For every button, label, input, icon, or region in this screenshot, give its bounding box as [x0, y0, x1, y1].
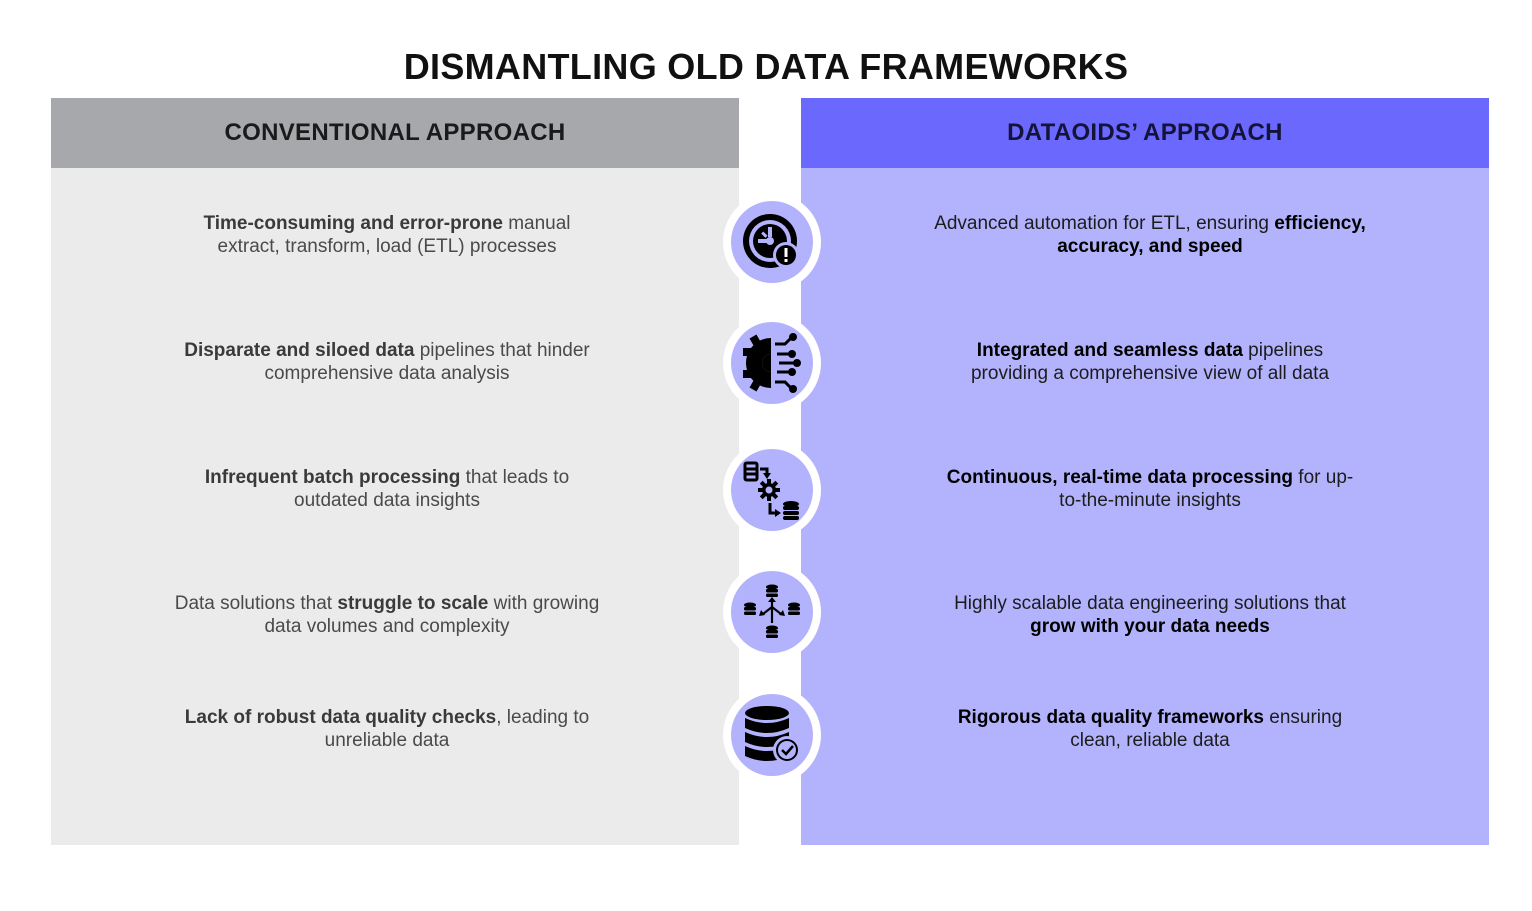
- distributed-database-icon: [723, 563, 821, 661]
- row-text-bold: Infrequent batch processing: [204, 467, 461, 488]
- row-text-bold: Lack of robust data quality checks: [184, 707, 497, 728]
- row-text-line2: extract, transform, load (ETL) processes: [217, 236, 557, 257]
- row-text-bold: Continuous, real-time data processing: [946, 467, 1294, 488]
- conventional-header: CONVENTIONAL APPROACH: [51, 98, 739, 168]
- dataoids-row-4: Highly scalable data engineering solutio…: [890, 592, 1410, 638]
- row-text-line2: to-the-minute insights: [1059, 490, 1241, 511]
- batch-processing-icon: [723, 441, 821, 539]
- row-text-bold: Integrated and seamless data: [976, 340, 1243, 361]
- row-text-line2: unreliable data: [324, 730, 450, 751]
- row-text-part: for up-: [1293, 467, 1354, 488]
- conventional-row-5: Lack of robust data quality checks, lead…: [127, 706, 647, 752]
- conventional-row-4: Data solutions that struggle to scale wi…: [127, 592, 647, 638]
- row-text-part: manual: [502, 213, 571, 234]
- row-text-line2: grow with your data needs: [1030, 616, 1270, 637]
- row-text-line2: providing a comprehensive view of all da…: [970, 363, 1330, 384]
- gear-alert-icon: [723, 193, 821, 291]
- row-text-part: Data solutions that: [174, 593, 338, 614]
- page-title: DISMANTLING OLD DATA FRAMEWORKS: [403, 46, 1129, 87]
- row-text-line2: comprehensive data analysis: [264, 363, 510, 384]
- row-text-bold: Rigorous data quality frameworks: [957, 707, 1264, 728]
- conventional-row-1: Time-consuming and error-prone manual ex…: [127, 212, 647, 258]
- dataoids-header: DATAOIDS’ APPROACH: [801, 98, 1489, 168]
- row-text-part: pipelines that hinder: [414, 340, 590, 361]
- dataoids-panel: [801, 98, 1489, 845]
- conventional-panel: [51, 98, 739, 845]
- row-text-line2: outdated data insights: [294, 490, 480, 511]
- database-check-icon: [723, 686, 821, 784]
- row-text-part: that leads to: [460, 467, 570, 488]
- row-text-line2: accuracy, and speed: [1057, 236, 1243, 257]
- row-text-part: Advanced automation for ETL, ensuring: [934, 213, 1275, 234]
- row-text-bold: Disparate and siloed data: [184, 340, 415, 361]
- gear-circuit-icon: [723, 314, 821, 412]
- dataoids-row-2: Integrated and seamless data pipelines p…: [890, 339, 1410, 385]
- dataoids-row-5: Rigorous data quality frameworks ensurin…: [890, 706, 1410, 752]
- row-text-bold: Time-consuming and error-prone: [203, 213, 503, 234]
- row-text-line2: clean, reliable data: [1070, 730, 1230, 751]
- row-text-part: with growing: [488, 593, 600, 614]
- row-text-line2: data volumes and complexity: [264, 616, 510, 637]
- conventional-row-2: Disparate and siloed data pipelines that…: [127, 339, 647, 385]
- row-text-bold: struggle to scale: [337, 593, 489, 614]
- conventional-row-3: Infrequent batch processing that leads t…: [127, 466, 647, 512]
- row-text-part: Highly scalable data engineering solutio…: [954, 593, 1346, 614]
- dataoids-row-3: Continuous, real-time data processing fo…: [890, 466, 1410, 512]
- row-text-part: , leading to: [496, 707, 590, 728]
- row-text-part: pipelines: [1242, 340, 1324, 361]
- row-text-bold: efficiency,: [1274, 213, 1366, 234]
- row-text-part: ensuring: [1264, 707, 1343, 728]
- dataoids-row-1: Advanced automation for ETL, ensuring ef…: [890, 212, 1410, 258]
